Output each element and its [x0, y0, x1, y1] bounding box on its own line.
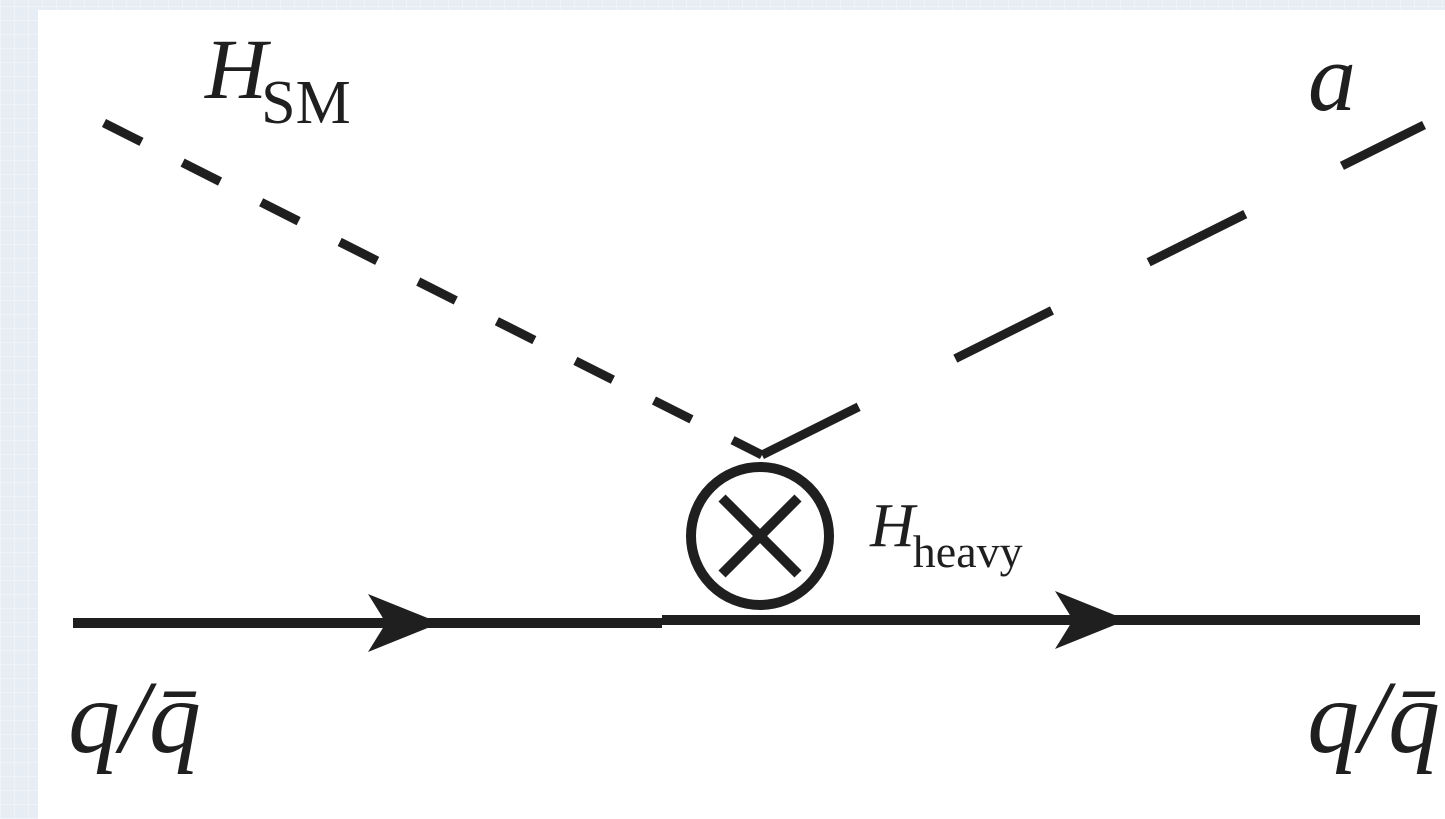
label-quark-left: q/q̄ — [68, 660, 201, 775]
label-axion: a — [1308, 24, 1356, 131]
vertex-cross-line-2 — [718, 494, 802, 578]
quark-arrow-left-icon — [368, 594, 440, 652]
label-quark-right: q/q̄ — [1307, 660, 1440, 775]
higgs-sm-dashed-line — [101, 118, 765, 460]
quark-arrow-right-icon — [1055, 591, 1127, 649]
label-h-heavy: Hheavy — [869, 492, 1023, 577]
diagram-paper — [38, 10, 1445, 819]
label-h-sm: HSM — [204, 21, 351, 137]
axion-dashed-line — [759, 120, 1427, 460]
